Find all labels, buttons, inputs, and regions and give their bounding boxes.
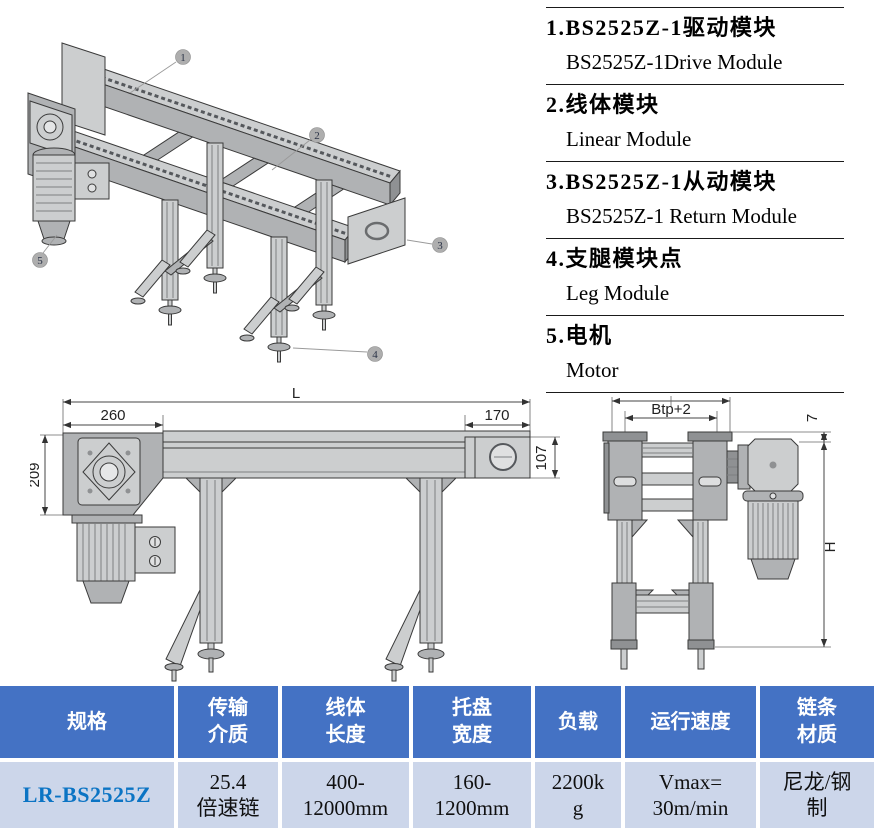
callout-2: 2 — [271, 127, 325, 171]
leg-2 — [384, 477, 458, 682]
col-header-load: 负载 — [535, 686, 621, 758]
col-header-chain-material: 链条 材质 — [760, 686, 874, 758]
col-header-speed: 运行速度 — [625, 686, 756, 758]
svg-text:5: 5 — [37, 255, 43, 267]
col-header-pallet-width: 托盘 宽度 — [413, 686, 531, 758]
col-header-length: 线体 长度 — [282, 686, 409, 758]
legend-item-drive-module: 1.BS2525Z-1驱动模块 BS2525Z-1Drive Module — [546, 8, 844, 85]
svg-text:1: 1 — [180, 52, 186, 64]
leg-module-1 — [130, 142, 227, 326]
legend-label-zh: 4.支腿模块点 — [546, 246, 684, 271]
cell-chain-material: 尼龙/钢 制 — [760, 762, 874, 828]
cell-length: 400- 12000mm — [282, 762, 409, 828]
return-module — [347, 197, 406, 265]
legend-item-motor: 5.电机 Motor — [546, 316, 844, 393]
callout-1: 1 — [129, 49, 191, 94]
cell-speed: Vmax= 30m/min — [625, 762, 756, 828]
svg-text:260: 260 — [100, 407, 125, 424]
svg-text:7: 7 — [804, 414, 821, 422]
legend-label-zh: 1.BS2525Z-1驱动模块 — [546, 15, 777, 40]
rear-rail — [87, 66, 401, 207]
cell-pallet-width: 160- 1200mm — [413, 762, 531, 828]
legend-label-zh: 5.电机 — [546, 323, 613, 348]
dim-track-width: Btp+2 — [624, 401, 718, 432]
drive-module — [62, 432, 164, 516]
svg-text:3: 3 — [437, 240, 443, 252]
dim-return-width: 170 — [464, 407, 530, 437]
svg-text:170: 170 — [484, 407, 509, 424]
callout-5: 5 — [32, 234, 58, 268]
svg-text:107: 107 — [533, 445, 550, 470]
legend-item-leg-module: 4.支腿模块点 Leg Module — [546, 239, 844, 316]
leg-1 — [164, 477, 238, 682]
front-elevation-view: L 260 170 209 107 — [30, 385, 560, 682]
end-view: Btp+2 — [602, 396, 839, 670]
isometric-view: 1 2 3 4 5 — [27, 42, 448, 363]
dim-height: H — [715, 442, 839, 648]
legend-label-zh: 3.BS2525Z-1从动模块 — [546, 169, 777, 194]
legend-label-en: BS2525Z-1Drive Module — [566, 50, 783, 74]
dim-top-offset: 7 — [732, 414, 831, 443]
svg-text:L: L — [292, 385, 300, 402]
leg-frame — [610, 519, 715, 670]
spec-table: 规格 传输 介质 线体 长度 托盘 宽度 负载 运行速度 链条 材质 LR-BS… — [0, 686, 874, 828]
legend-label-zh: 2.线体模块 — [546, 92, 660, 117]
motor — [32, 147, 110, 246]
motor — [726, 438, 804, 580]
legend-label-en: BS2525Z-1 Return Module — [566, 204, 797, 228]
chain-track — [94, 73, 393, 179]
leg-module-2 — [239, 179, 336, 363]
cell-load: 2200k g — [535, 762, 621, 828]
chain-track — [49, 130, 348, 236]
motor — [71, 514, 176, 604]
svg-text:2: 2 — [314, 130, 320, 142]
dim-overall-length: L — [62, 385, 531, 435]
svg-text:H: H — [822, 542, 839, 553]
cell-medium: 25.4 倍速链 — [178, 762, 278, 828]
cell-model: LR-BS2525Z — [0, 762, 174, 828]
svg-text:4: 4 — [372, 349, 378, 361]
legend-label-en: Linear Module — [566, 127, 692, 151]
callout-4: 4 — [292, 346, 383, 362]
legend-item-linear-module: 2.线体模块 Linear Module — [546, 85, 844, 162]
return-module — [464, 436, 531, 479]
svg-text:Btp+2: Btp+2 — [651, 401, 691, 418]
col-header-medium: 传输 介质 — [178, 686, 278, 758]
dim-outer-width — [611, 396, 731, 432]
rail-cross-section — [602, 431, 733, 521]
callout-3: 3 — [406, 237, 448, 253]
legend-item-return-module: 3.BS2525Z-1从动模块 BS2525Z-1 Return Module — [546, 162, 844, 239]
legend-label-en: Leg Module — [566, 281, 670, 305]
dim-drive-height: 209 — [30, 434, 63, 516]
col-header-spec: 规格 — [0, 686, 174, 758]
dim-drive-width: 260 — [62, 407, 164, 435]
svg-text:209: 209 — [30, 462, 43, 487]
dim-beam-height: 107 — [530, 436, 560, 479]
legend-label-en: Motor — [566, 358, 619, 382]
parts-legend: 1.BS2525Z-1驱动模块 BS2525Z-1Drive Module 2.… — [546, 7, 844, 393]
